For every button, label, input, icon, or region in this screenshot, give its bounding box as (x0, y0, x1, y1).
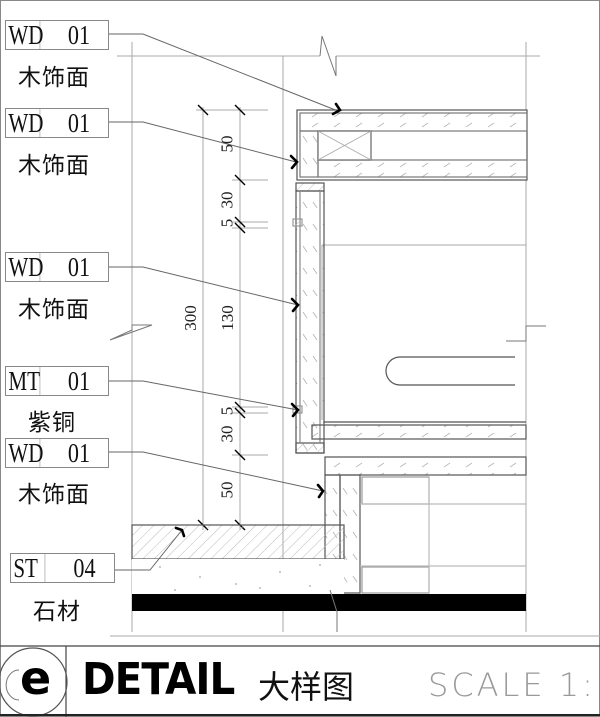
dimension-chain-6: 30 (217, 425, 237, 443)
callout-number: 01 (67, 437, 91, 468)
callout-tag-mt01: MT 01 (5, 366, 109, 396)
title-block-lines (0, 645, 600, 717)
title-en: DETAIL (82, 654, 235, 705)
title-cn: 大样图 (258, 668, 355, 706)
callout-code: WD (6, 252, 43, 282)
callout-tag-wd01-a: WD 01 (5, 20, 109, 50)
dimension-chain-4: 130 (217, 305, 237, 331)
stone-floor (131, 524, 345, 594)
detail-letter: e (20, 651, 52, 705)
callout-tag-wd01-d: WD 01 (5, 438, 109, 468)
callout-material: 木饰面 (18, 153, 90, 179)
leader-arrowheads (174, 102, 342, 538)
callout-code: MT (6, 366, 41, 396)
callout-code: WD (6, 108, 43, 138)
dimension-chain-2: 30 (217, 191, 237, 209)
top-wood-box (296, 109, 528, 181)
dimension-chain-5: 5 (217, 406, 237, 416)
callout-material: 石材 (33, 599, 81, 625)
handle-groove (385, 356, 515, 386)
dimension-chain-7: 50 (217, 481, 237, 499)
dimension-ticks (197, 104, 246, 531)
callout-material: 木饰面 (18, 297, 90, 323)
dimension-chain-3: 5 (217, 218, 237, 228)
callout-code: WD (6, 438, 43, 468)
callout-material: 紫铜 (28, 410, 76, 436)
callout-number: 01 (67, 19, 91, 50)
callout-code: WD (6, 20, 43, 50)
callout-number: 04 (73, 552, 96, 583)
scale-label: SCALE 1: (428, 666, 596, 704)
callout-code: ST (11, 553, 46, 583)
callout-number: 01 (67, 107, 91, 138)
callout-number: 01 (67, 251, 91, 282)
base-slab (132, 594, 526, 611)
leader-lines (108, 33, 339, 571)
dimension-chain-1: 50 (217, 135, 237, 153)
shelf-board (311, 421, 527, 440)
callout-number: 01 (67, 365, 91, 396)
callout-material: 木饰面 (18, 482, 90, 508)
lower-cabinet (324, 456, 527, 594)
dimension-overall: 300 (180, 305, 200, 331)
callout-material: 木饰面 (18, 65, 90, 91)
callout-tag-wd01-b: WD 01 (5, 108, 109, 138)
vertical-wood-panel (292, 182, 325, 454)
callout-tag-wd01-c: WD 01 (5, 252, 109, 282)
callout-tag-st04: ST 04 (10, 553, 115, 583)
